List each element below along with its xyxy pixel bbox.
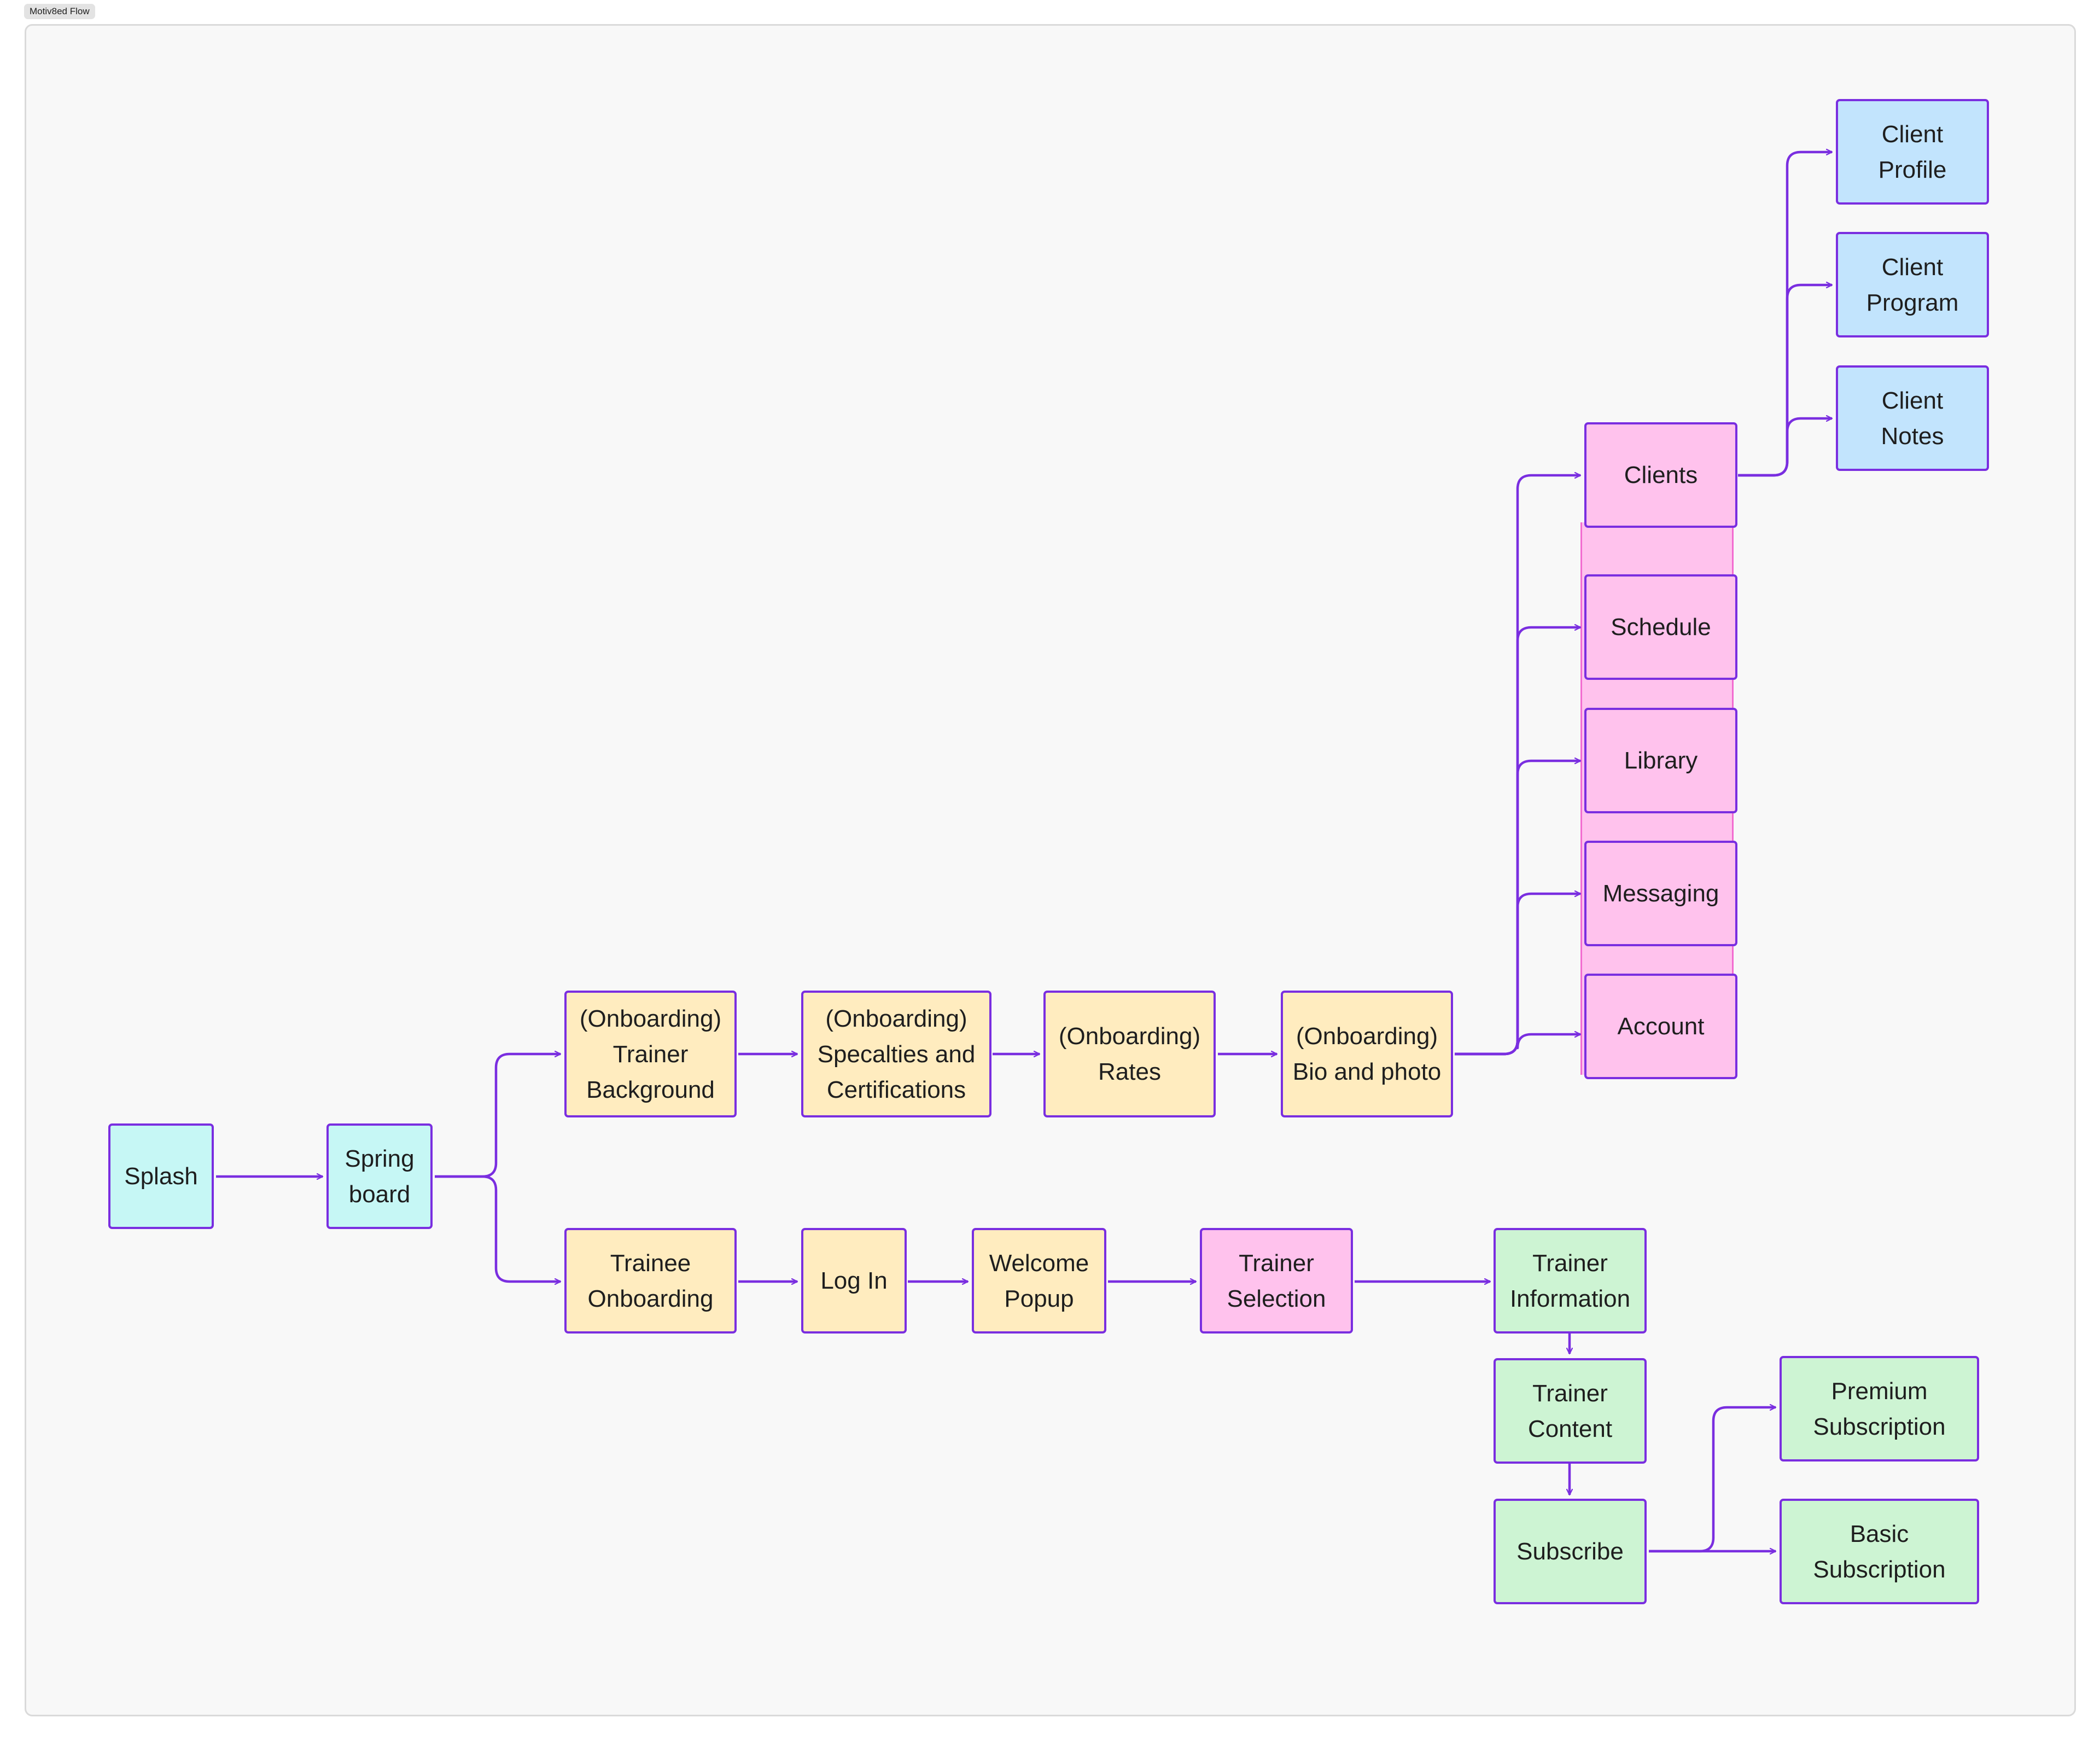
edge-springboard-trainer-background	[435, 1054, 561, 1178]
node-schedule[interactable]: Schedule	[1584, 574, 1737, 680]
node-library[interactable]: Library	[1584, 708, 1737, 813]
node-client-notes[interactable]: Client Notes	[1836, 365, 1989, 471]
edge-bio-account	[1455, 1034, 1580, 1056]
node-onboarding-trainer-background[interactable]: (Onboarding) Trainer Background	[564, 991, 737, 1117]
frame-title[interactable]: Motiv8ed Flow	[24, 4, 95, 19]
edge-clients-profile	[1738, 152, 1832, 477]
node-springboard[interactable]: Spring board	[326, 1123, 433, 1229]
edge-clients-notes	[1738, 418, 1832, 477]
node-trainer-selection[interactable]: Trainer Selection	[1200, 1228, 1353, 1334]
node-splash[interactable]: Splash	[108, 1123, 214, 1229]
node-onboarding-rates[interactable]: (Onboarding) Rates	[1043, 991, 1216, 1117]
node-clients[interactable]: Clients	[1584, 422, 1737, 528]
node-client-profile[interactable]: Client Profile	[1836, 99, 1989, 205]
edge-bio-messaging	[1455, 894, 1580, 1056]
node-onboarding-bio[interactable]: (Onboarding) Bio and photo	[1281, 991, 1453, 1117]
edge-subscribe-premium	[1649, 1407, 1776, 1553]
node-client-program[interactable]: Client Program	[1836, 232, 1989, 337]
node-trainee-onboarding[interactable]: Trainee Onboarding	[564, 1228, 737, 1334]
edge-springboard-trainee-onboarding	[435, 1175, 561, 1282]
node-premium-subscription[interactable]: Premium Subscription	[1780, 1356, 1979, 1461]
node-welcome-popup[interactable]: Welcome Popup	[972, 1228, 1106, 1334]
node-account[interactable]: Account	[1584, 974, 1737, 1079]
node-subscribe[interactable]: Subscribe	[1494, 1499, 1647, 1604]
node-trainer-information[interactable]: Trainer Information	[1494, 1228, 1647, 1334]
node-onboarding-specialties[interactable]: (Onboarding) Specalties and Certificatio…	[801, 991, 991, 1117]
node-log-in[interactable]: Log In	[801, 1228, 907, 1334]
edge-clients-program	[1738, 285, 1832, 477]
node-trainer-content[interactable]: Trainer Content	[1494, 1358, 1647, 1464]
node-messaging[interactable]: Messaging	[1584, 841, 1737, 946]
node-basic-subscription[interactable]: Basic Subscription	[1780, 1499, 1979, 1604]
